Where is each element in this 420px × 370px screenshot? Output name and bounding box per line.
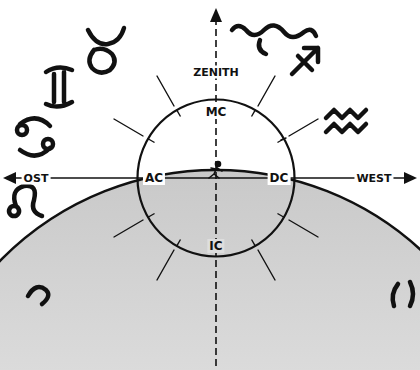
arrowhead <box>210 8 222 22</box>
sagittarius-glyph <box>292 48 318 74</box>
leo-glyph <box>9 186 42 216</box>
east-label: OST <box>22 172 51 185</box>
west-label: WEST <box>354 172 393 185</box>
aquarius-glyph <box>326 110 366 132</box>
imum-coeli-label: IC <box>207 239 224 253</box>
pisces-glyph <box>393 282 413 306</box>
ascendant-label: AC <box>143 171 165 185</box>
virgo-glyph <box>28 287 48 304</box>
cancer-dot <box>43 139 53 149</box>
arrowhead <box>3 172 16 184</box>
earth-globe <box>0 170 420 370</box>
chart-circle: MC AC DC IC <box>136 98 296 258</box>
arrowhead <box>404 172 417 184</box>
zodiac-glyphs <box>9 25 413 306</box>
zenith-label: ZENITH <box>191 66 241 79</box>
midheaven-label: MC <box>204 105 229 119</box>
descendant-label: DC <box>268 171 291 185</box>
cancer-dot <box>17 125 27 135</box>
person-figure <box>209 162 222 179</box>
taurus-glyph <box>88 28 124 73</box>
gemini-glyph <box>46 67 72 106</box>
